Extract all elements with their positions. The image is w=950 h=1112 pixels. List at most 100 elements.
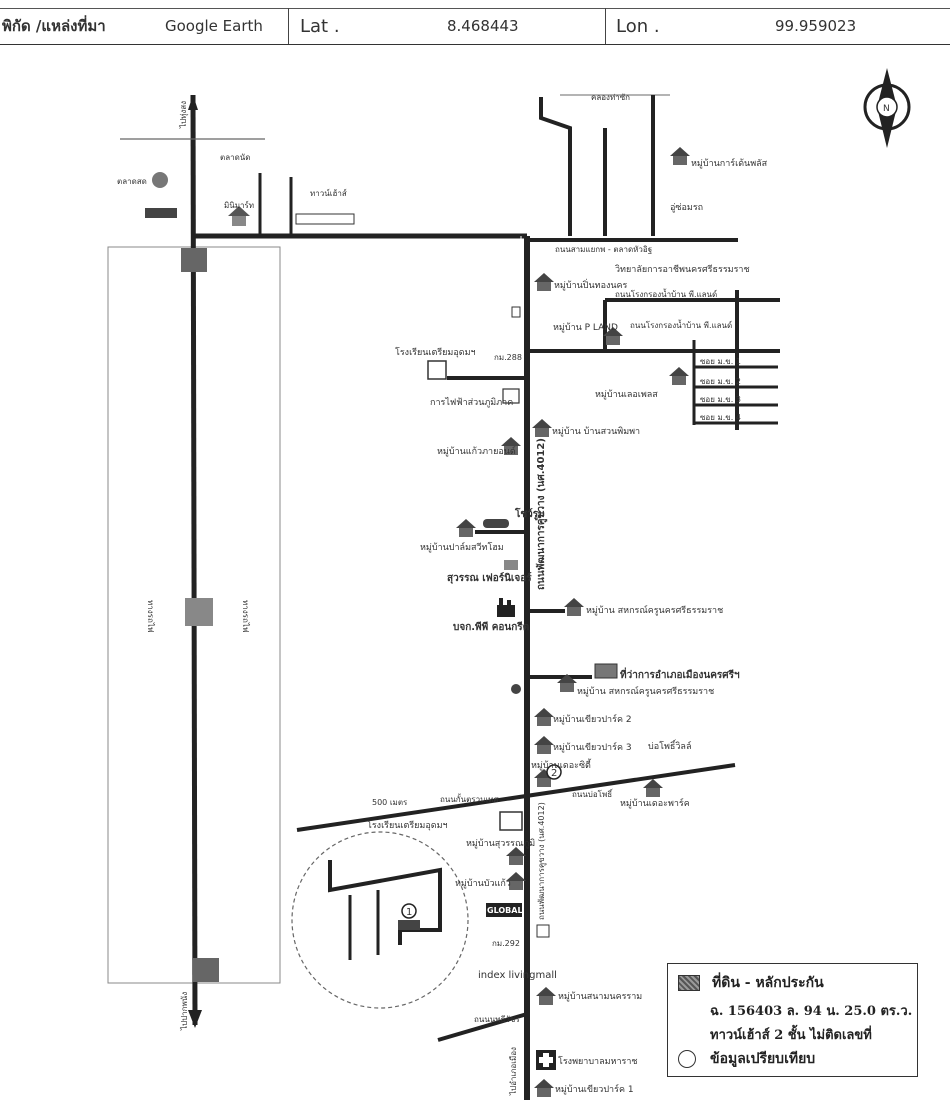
place-label: หมู่บ้านแก้วภายอนด์ [437,445,516,457]
townhouse-icon [295,213,355,225]
house-icon [532,419,552,437]
place-label: หมู่บ้านเขียวปาร์ค 2 [553,713,632,725]
house-icon [506,872,526,890]
lon-value: 99.959023 [775,17,857,35]
place-label: ตลาดสด [117,177,147,186]
car-icon [483,519,509,528]
canal-label: คลองท่าซัก [591,93,630,102]
pin-icon [511,306,521,318]
place-label: บ่อโพธิ์วิลล์ [648,739,691,752]
place-label: มินิมาร์ท [224,200,254,210]
place-label: สุวรรณ เฟอร์นิเจอร์ [447,572,532,584]
road-mid-diagonal [296,763,736,832]
main-road-lower-label: ถนนพัฒนาการคูขวาง (นศ.4012) [537,802,547,920]
lat-label: Lat . [300,15,340,37]
place-label: หมู่บ้านสนามนครราม [558,991,642,1002]
store-label: index livingmall [478,970,557,981]
place-label: หมู่บ้านบัวแก้ว [455,878,511,889]
place-label: โชว์รูม [514,507,545,521]
place-label: โรงเรียนเตรียมอุดมฯ [395,347,476,358]
source-value: Google Earth [165,17,263,35]
store-icon [486,903,522,917]
road-east-3-label: ถนนโรงกรองน้ำบ้าน พี.แลนด์ [630,319,732,330]
factory-icon [497,598,515,617]
rail-label: ทางรถไฟ [241,600,250,633]
house-icon [643,779,663,797]
lat-value: 8.468443 [447,17,519,35]
house-icon [228,206,250,226]
legend-building: ทาวน์เฮ้าส์ 2 ชั้น ไม่ติดเลขที่ [710,1028,872,1043]
road-east-top-label: ถนนสามแยกพ - ตลาดหัวอิฐ [555,245,652,254]
building-icon [427,360,447,380]
header-top-rule [0,8,950,9]
house-icon [534,273,554,291]
house-icon [506,847,526,865]
place-label: หมู่บ้าน บ้านสวนพิมพา [552,426,640,437]
house-icon [603,327,623,345]
road-bottom-label: ถนนนพธีวัชร [474,1015,520,1024]
road-arrow-down-icon [188,1010,202,1028]
soi3-label: ซอย ม.ข. 3 [700,395,741,404]
house-icon [536,987,556,1005]
subject-marker [401,903,417,919]
place-label: หมู่บ้านเดอะซิตี้ [531,758,592,771]
road-right-mid-label: ถนนบ่อโพธิ์ [572,788,614,799]
place-label: หมู่บ้านเขียวปาร์ค 1 [555,1083,634,1095]
place-label: โรงพยาบาลมหาราช [558,1056,638,1067]
place-label: หมู่บ้านปิ่นทองนคร [554,278,628,291]
place-label: ตลาดนัด [220,153,250,162]
place-label: หมู่บ้านเลอเพลส [595,389,658,400]
pin-icon [511,684,521,694]
store-icon [536,924,550,938]
legend-compare: ข้อมูลเปรียบเทียบ [710,1051,816,1067]
place-label: หมู่บ้านเดอะพาร์ค [620,797,690,809]
store-label: GLOBAL [487,906,523,915]
sign-icon [181,248,207,272]
subject-radius-circle [291,831,469,1009]
hospital-icon [536,1050,556,1070]
km288-label: กม.288 [494,353,522,362]
place-label: ที่ว่าการอำเภอเมืองนครศรีฯ [620,667,740,681]
house-icon [534,736,554,754]
market-icon [152,172,168,188]
place-label: หมู่บ้าน สหกรณ์ครูนครศรีธรรมราช [577,685,714,697]
soi4-label: ซอย ม.ข. 4 [700,413,741,422]
road-to-label: ไปทุ่งสง [179,101,188,129]
place-label: หมู่บ้าน สหกรณ์ครูนครศรีธรรมราช [586,604,723,616]
house-icon [670,147,690,165]
place-label: อู่ซ่อมรถ [670,203,703,213]
road-top-branch [539,97,572,236]
compare-marker [546,764,562,780]
building-icon [594,663,618,679]
map-legend: ที่ดิน - หลักประกัน ฉ. 156403 ล. 94 น. 2… [667,963,918,1077]
building-icon [502,388,520,404]
source-label: พิกัด /แหล่งที่มา [2,17,106,35]
house-icon [534,1079,554,1097]
main-road-label: ถนนพัฒนาการคูขวาง (นศ.4012) [535,438,548,590]
legend-title: ที่ดิน - หลักประกัน [712,975,824,991]
shop-icon [504,560,518,570]
place-label: หมู่บ้านปาล์มสวีทโฮม [420,541,504,553]
road-to-label: ไปปากพนัง [180,992,189,1031]
road-bottom-diagonal [437,1012,528,1042]
place-label: หมู่บ้านการ์เด้นพลัส [691,157,768,169]
place-label: หมู่บ้าน P LAND [553,322,618,333]
house-icon [501,437,521,455]
km292-label: กม.292 [492,939,520,948]
sign-icon [193,958,219,982]
lon-label: Lon . [616,15,660,37]
place-label: หมู่บ้านสุวรรณภูมิ [466,838,535,849]
soi1-label: ซอย ม.ข. 1 [700,357,741,366]
info-header: พิกัด /แหล่งที่มา Google Earth Lat . 8.4… [0,0,950,45]
house-icon [557,674,577,692]
distance-label: 500 เมตร [372,798,408,807]
gas-station-icon [145,208,177,218]
road-mid-label: ถนนกั้นตรวนเทศ [440,793,499,804]
place-label: การไฟฟ้าส่วนภูมิภาค [430,397,513,408]
compass-north-label: N [883,104,890,114]
school-icon [499,811,523,831]
house-icon [534,708,554,726]
road-to-label: ไปอำเภอเมือง [509,1047,518,1096]
road-arrow-up-icon [188,95,198,110]
